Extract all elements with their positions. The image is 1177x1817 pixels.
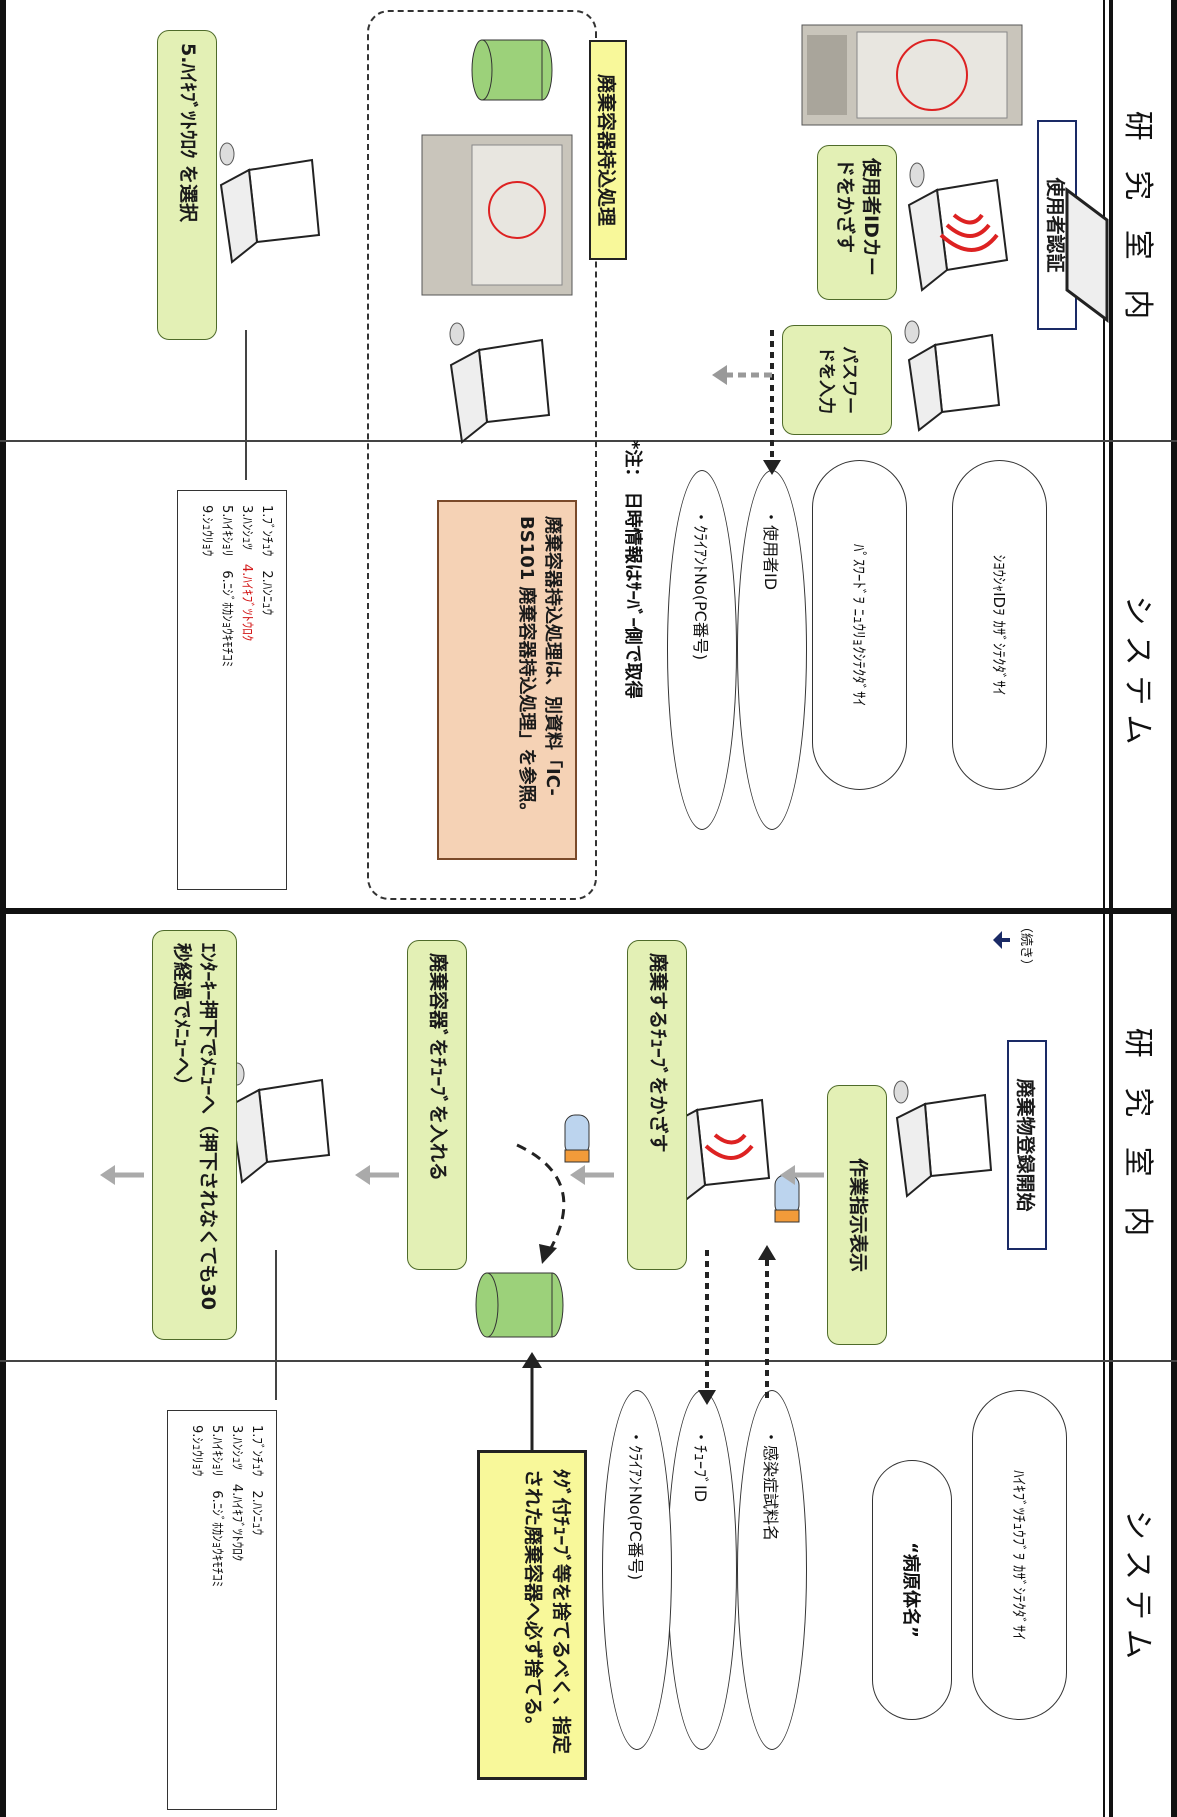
data-arrow-right-2 (692, 1240, 722, 1410)
data-arrow-right-1 (752, 1240, 782, 1410)
menu-item-9: 9.ｼｭｳﾘｮｳ (198, 505, 214, 557)
menu-item-9: 9.ｼｭｳﾘｮｳ (188, 1425, 204, 1477)
menu-item-2: 2.ﾊﾝﾆｭｳ (249, 1490, 264, 1536)
menu-item-1: 1.ﾌﾞﾝﾁｭｳ (249, 1425, 264, 1477)
continued-label: （続き） (1018, 920, 1033, 973)
laptop-carry (437, 320, 557, 460)
oval-client-no-left: ・ｸﾗｲｱﾝﾄNo(PC番号) (667, 470, 737, 830)
menu-panel-left: 1.ﾌﾞﾝﾁｭｳ 2.ﾊﾝﾆｭｳ 3.ﾊﾝｼｭﾂ 4.ﾊｲｷﾌﾞﾂﾄｳﾛｸ 5.ﾊｲ… (177, 490, 287, 890)
flow-arrow-left-1 (707, 360, 777, 390)
menu-item-3: 3.ﾊﾝｼｭﾂ (228, 1425, 244, 1470)
oval-sample-name: ・感染症試料名 (737, 1390, 807, 1750)
id-card (1057, 180, 1117, 330)
tube-drop-arc (507, 1130, 597, 1270)
step-scan-tube: 廃棄するﾁｭｰﾌﾞをかざす (627, 940, 687, 1270)
oval-user-id: ・使用者ID (737, 470, 807, 830)
tube-icon-2 (557, 1110, 597, 1170)
container-cylinder-left (467, 30, 557, 110)
laptop-enter (217, 1060, 337, 1200)
oval-client-no-right: ・ｸﾗｲｱﾝﾄNo(PC番号) (602, 1390, 672, 1750)
header-system-right: システム (1120, 1509, 1155, 1670)
flow-arrow-right-4 (97, 1160, 147, 1190)
cabinet-image (797, 20, 1027, 130)
menu-item-2: 2.ﾊﾝﾆｭｳ (259, 570, 274, 616)
bubble-card-prompt: ｼﾖｳｼｬIDｦ ｶｻﾞｼﾃｸﾀﾞｻｲ (952, 460, 1047, 790)
laptop-password (897, 320, 1007, 440)
laptop-select (207, 140, 327, 280)
menu-item-6: 6.ﾆｼﾞﾎｶﾝｮｳｷﾓﾁｺﾐ (218, 570, 234, 668)
step-password: パスワードを入力 (782, 325, 892, 435)
step-card: 使用者IDカードをかざす (817, 145, 897, 300)
data-arrow-left (757, 320, 787, 480)
warning-dispose: ﾀｸﾞ付ﾁｭｰﾌﾞ等を捨てるべく、指定された廃棄容器へ必ず捨てる。 (477, 1450, 587, 1780)
step-enter-menu: ｴﾝﾀｰｷｰ押下でﾒﾆｭｰへ（押下されなくても30秒経過でﾒﾆｭｰへ） (152, 930, 237, 1340)
carry-in-reference: 廃棄容器持込処理は、別資料「IC-BS101 廃棄容器持込処理」を参照。 (437, 500, 577, 860)
menu-item-1: 1.ﾌﾞﾝﾁｭｳ (259, 505, 274, 557)
oval-tube-id: ・ﾁｭｰﾌﾞID (667, 1390, 737, 1750)
menu-item-6: 6.ﾆｼﾞﾎｶﾝｮｳｷﾓﾁｺﾐ (208, 1490, 224, 1588)
menu-panel-right: 1.ﾌﾞﾝﾁｭｳ 2.ﾊﾝﾆｭｳ 3.ﾊﾝｼｭﾂ 4.ﾊｲｷﾌﾞﾂﾄｳﾛｸ 5.ﾊｲ… (167, 1410, 277, 1810)
flow-arrow-right-2 (567, 1160, 617, 1190)
menu-item-3: 3.ﾊﾝｼｭﾂ (238, 505, 254, 550)
menu-item-5: 5.ﾊｲｷｼｮﾘ (208, 1425, 224, 1477)
menu-connector-left (245, 330, 247, 480)
laptop-card-reader (897, 160, 1017, 300)
panel-divider (0, 908, 1177, 914)
carry-in-title: 廃棄容器持込処理 (589, 40, 627, 260)
header-lab-left: 研 究 室 内 (1120, 110, 1155, 330)
cabinet-image-2 (407, 130, 577, 310)
laptop-instruction (887, 1080, 997, 1210)
menu-item-4-highlight: 4.ﾊｲｷﾌﾞﾂﾄｳﾛｸ (238, 563, 254, 642)
menu-item-5: 5.ﾊｲｷｼｮﾘ (218, 505, 234, 557)
menu-item-4: 4.ﾊｲｷﾌﾞﾂﾄｳﾛｸ (228, 1483, 244, 1562)
lane-divider-right (0, 1360, 1177, 1362)
container-cylinder-right (467, 1260, 567, 1350)
section-title-waste-registration: 廃棄物登録開始 (1007, 1040, 1047, 1250)
note-datetime: *注： 日時情報はｻｰﾊﾞｰ側で取得 (622, 440, 643, 699)
header-system-left: システム (1120, 595, 1155, 755)
flow-arrow-right-1 (777, 1160, 827, 1190)
header-lab-right: 研 究 室 内 (1120, 1027, 1155, 1247)
step-select-menu: 5.ﾊｲｷﾌﾞﾂﾄｳﾛｸ を選択 (157, 30, 217, 340)
bubble-instruction-prompt: ﾊｲｷﾌﾞﾂﾁｭｳﾌﾞｦ ｶｻﾞｼﾃｸﾀﾞｻｲ (972, 1390, 1067, 1720)
bubble-pathogen: “病原体名” (872, 1460, 952, 1720)
step-work-instruction: 作業指示表示 (827, 1085, 887, 1345)
bubble-password-prompt: ﾊﾟｽﾜｰﾄﾞｦ ﾆｭｳﾘｮｸｼﾃｸﾀﾞｻｲ (812, 460, 907, 790)
continued-arrow (992, 925, 1012, 955)
step-put-tube: 廃棄容器ﾞをﾁｭｰﾌﾞを入れる (407, 940, 467, 1270)
flow-arrow-right-3 (352, 1160, 402, 1190)
menu-connector-right (275, 1250, 277, 1400)
warning-arrow (517, 1350, 547, 1460)
